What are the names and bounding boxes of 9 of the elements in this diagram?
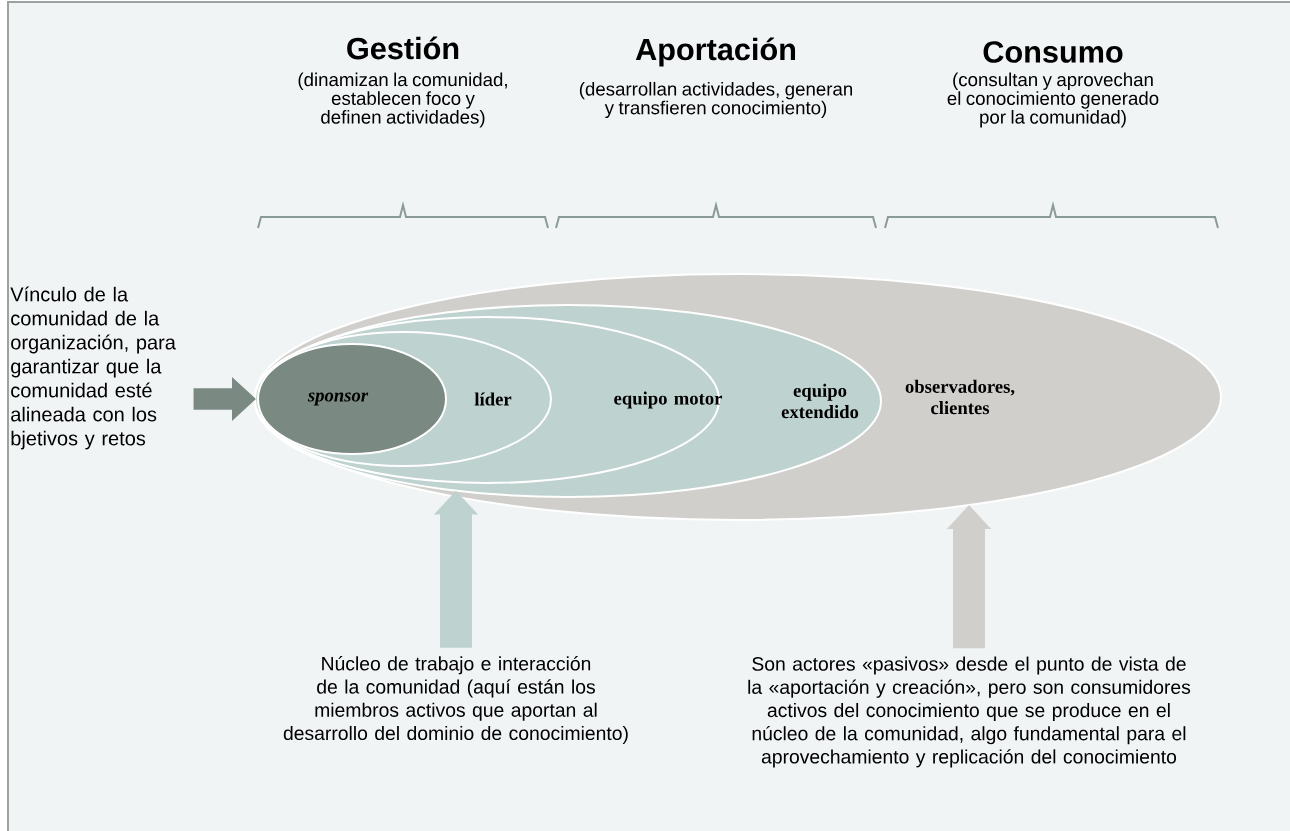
column-description: (consultan y aprovechan el conocimiento generado por la comunidad) xyxy=(947,72,1159,128)
column-description: (dinamizan la comunidad, establecen foco y definen actividades) xyxy=(298,72,507,128)
description-text: Son actores «pasivos» desde el punto de vista de la «aportación y creación», pero son consumidores activos del conocimiento que se produce en el núcleo de la comunidad, algo fundamental para el aprovechamiento y replicación del conocimiento xyxy=(748,656,1191,768)
description-text: Núcleo de trabajo e interacción de la comunidad (aquí están los miembros activos que aportan al desarrollo del dominio de conocimiento) xyxy=(283,656,628,744)
column-description: (desarrollan actividades, generan y transfieren conocimiento) xyxy=(579,81,852,119)
column-heading: Consumo xyxy=(983,41,1123,63)
column-heading: Gestión xyxy=(347,36,459,60)
description-text: Vínculo de la comunidad de la organización, para garantizar que la comunidad esté alineada con los bjetivos y retos xyxy=(10,286,176,450)
column-heading: Aportación xyxy=(635,37,796,67)
